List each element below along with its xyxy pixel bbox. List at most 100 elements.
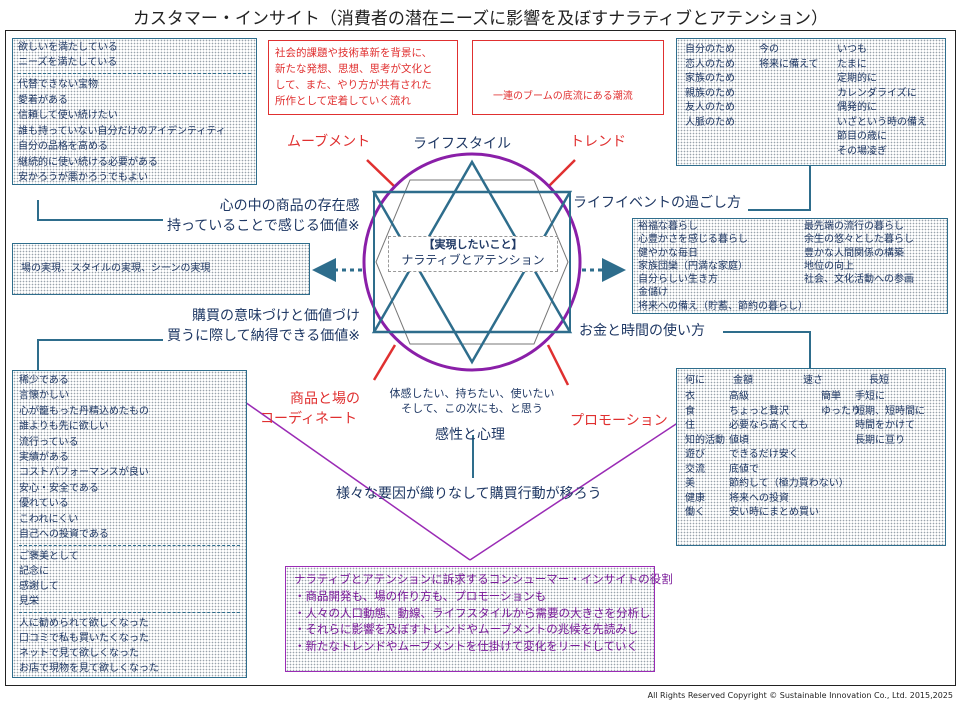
table-cell: 恋人のため [685, 58, 735, 70]
table-row: その場凌ぎ [685, 145, 937, 160]
for-whom-box: 自分のため今のいつも恋人のため将来に備えてたまに家族のため定期的に親族のためカレ… [676, 38, 946, 166]
header-speed: 速さ [803, 375, 823, 386]
list-item: ニーズを満たしている [18, 56, 118, 68]
purchase-label-line1: 購買の意味づけと価値づけ [192, 308, 361, 324]
amount-item: 将来への投資 [729, 492, 789, 504]
scene-realization-text: 場の実現、スタイルの実現、シーンの実現 [21, 263, 211, 274]
list-item: 心が籠もった丹精込めたもの [19, 405, 149, 417]
table-cell [759, 72, 837, 87]
trend-box-text: 一連のブームの底流にある潮流 [493, 91, 633, 102]
list-item: コストパフォーマンスが良い [19, 467, 149, 479]
table-row: 家族団欒（円満な家庭）地位の向上 [638, 260, 942, 273]
list-item: 稀少である [19, 375, 69, 386]
box-separator [19, 545, 240, 547]
promotion-label: プロモーション [570, 413, 668, 429]
table-cell: たまに [837, 58, 867, 70]
table-cell: 最先端の流行の暮らし [804, 221, 904, 232]
category-item: 知的活動 [685, 434, 725, 446]
list-item: 代替できない宝物 [18, 79, 98, 90]
list-item: 感謝して [19, 581, 59, 593]
coordinate-label-line2: コーディネート [260, 411, 358, 427]
table-cell: 定期的に [837, 73, 877, 84]
length-item: 時間をかけて [855, 420, 915, 431]
table-row: 家族のため定期的に [685, 72, 937, 87]
length-item: 長期に亘り [855, 434, 905, 446]
list-item: ご褒美として [19, 551, 79, 563]
list-item: 流行っている [19, 436, 79, 448]
copyright-text: All Rights Reserved Copyright © Sustaina… [647, 691, 953, 700]
list-item: 実績がある [19, 452, 69, 464]
table-cell: 自分のため [685, 44, 735, 55]
purchase-label-line2: 買うに際して納得できる価値※ [167, 328, 361, 344]
table-cell [759, 116, 837, 131]
table-row: 金儲け [638, 286, 942, 299]
money-time-headers: 何に 金額 速さ 長短 [685, 373, 937, 388]
header-amount: 金額 [733, 375, 753, 386]
heart-label-line2: 持っていることで感じる価値※ [167, 218, 360, 234]
coordinate-label-line1: 商品と場の [290, 391, 360, 407]
table-row: 心豊かさを感じる暮らし余生の悠々とした暮らし [638, 233, 942, 246]
diagram-frame [5, 30, 956, 686]
table-cell: 節目の歳に [837, 131, 887, 142]
list-item: 愛着がある [18, 94, 68, 106]
table-cell: 将来に備えて [759, 58, 819, 70]
table-cell: 将来への備え（貯蓄、節約の暮らし） [638, 300, 808, 312]
list-item: 欲しいを満たしている [18, 42, 118, 53]
role-item: ・商品開発も、場の作り方も、プロモーションも [294, 589, 547, 603]
amount-item: 安い時にまとめ買い [729, 507, 819, 518]
movement-box: 社会的課題や技術革新を背景に、新たな発想、思想、思考が文化として、また、やり方が… [268, 40, 458, 115]
table-cell: 余生の悠々とした暮らし [804, 234, 914, 246]
table-row: 将来への備え（貯蓄、節約の暮らし） [638, 300, 942, 313]
table-cell: 豊かな人間関係の構築 [804, 247, 904, 259]
money-time-connector [723, 331, 811, 368]
table-cell [759, 101, 837, 116]
list-item: 安心・安全である [19, 482, 99, 494]
length-item: 手短に [855, 391, 885, 402]
table-cell: いざという時の備え [837, 116, 927, 128]
table-cell: 人脈のため [685, 116, 735, 128]
table-cell [685, 130, 759, 145]
category-item: 健康 [685, 492, 705, 504]
table-cell: カレンダライズに [837, 87, 917, 99]
category-item: 食 [685, 405, 695, 417]
movement-label: ムーブメント [287, 134, 371, 150]
table-cell: 家族団欒（円満な家庭） [638, 260, 748, 272]
lifestyle-label: ライフスタイル [413, 136, 511, 152]
list-item: 記念に [19, 566, 49, 578]
role-item: ・人々の人口動態、動線、ライフスタイルから需要の大きさを分析し [294, 605, 651, 620]
movement-box-line: 社会的課題や技術革新を背景に、 [275, 47, 433, 59]
table-cell: 友人のため [685, 102, 735, 113]
category-item: 衣 [685, 391, 695, 402]
table-row: 自分のため今のいつも [685, 43, 937, 58]
heart-label-line1: 心の中の商品の存在感 [219, 198, 360, 214]
star-triangle-down [371, 190, 573, 365]
list-item: 口コミで私も買いたくなった [19, 633, 149, 645]
list-item: 誰よりも先に欲しい [19, 421, 109, 433]
role-item: ・それらに影響を及ぼすトレンドやムーブメントの兆候を先読みし [294, 622, 639, 636]
table-cell [759, 145, 837, 160]
table-cell: 社会、文化活動への参画 [804, 274, 914, 286]
list-item: 継続的に使い続ける必要がある [18, 156, 158, 168]
list-item: 誰も持っていない自分だけのアイデンティティ [18, 125, 226, 137]
table-cell: 健やかな毎日 [638, 247, 698, 259]
category-item: 美 [685, 478, 695, 489]
table-cell [685, 145, 759, 160]
role-box: ナラティブとアテンションに訴求するコンシューマー・インサイトの役割 ・商品開発も… [285, 566, 673, 672]
table-cell: 親族のため [685, 87, 735, 99]
table-cell [759, 87, 837, 102]
amount-item: 高級 [729, 391, 749, 402]
center-bracket: 【実現したいこと】 [423, 238, 523, 251]
table-cell: 自分らしい生き方 [638, 274, 718, 286]
purple-line-left [234, 394, 471, 561]
list-item: 安かろうが悪かろうでもよい [18, 172, 148, 183]
box-separator [19, 612, 240, 614]
life-event-box: 裕福な暮らし最先端の流行の暮らし心豊かさを感じる暮らし余生の悠々とした暮らし健や… [632, 218, 948, 314]
amount-item: できるだけ安く [729, 449, 799, 460]
box-separator [18, 73, 251, 74]
table-row: 節目の歳に [685, 130, 937, 145]
various-label: 様々な要因が織りなして購買行動が移ろう [336, 486, 602, 502]
list-item: 自己への投資である [19, 529, 109, 541]
table-cell: 今の [759, 44, 779, 55]
header-length: 長短 [869, 375, 889, 386]
scene-realization-box: 場の実現、スタイルの実現、シーンの実現 [12, 243, 310, 295]
